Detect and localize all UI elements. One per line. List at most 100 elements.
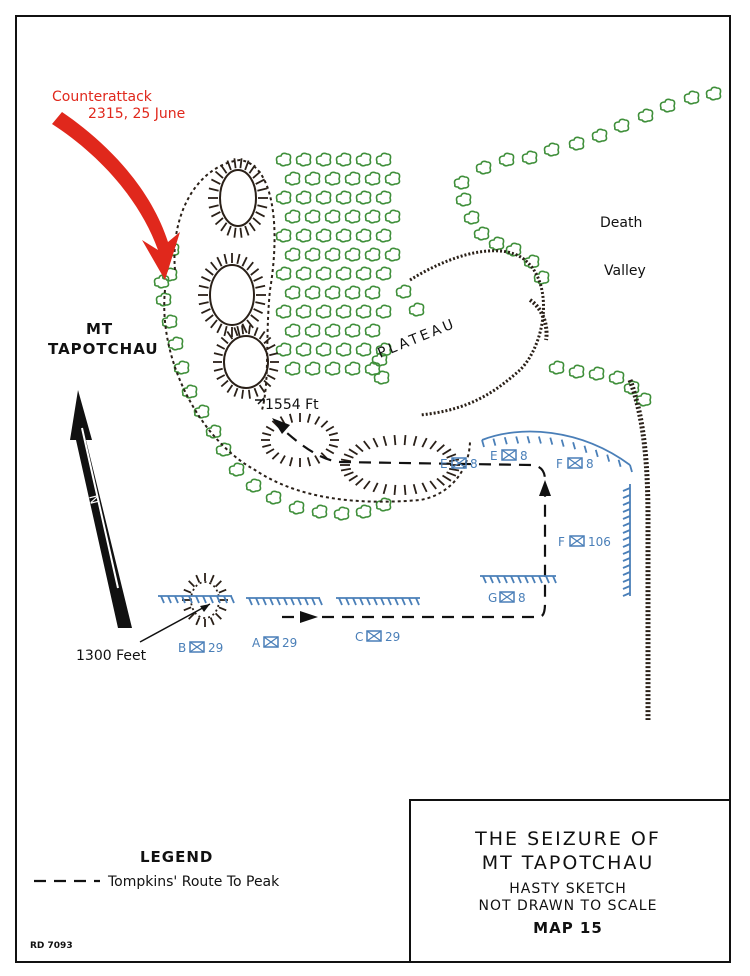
terrain-hachure [216,344,226,350]
terrain-hachure [246,261,254,271]
terrain-hachure [429,480,437,490]
route-arrow-3 [272,418,290,434]
terrain-hachure [340,458,352,463]
vegetation-tuft [304,323,321,338]
terrain-hachure [340,467,352,472]
front-tick [366,597,371,606]
terrain-hachure [421,482,428,493]
terrain-hachure [325,448,335,455]
terrain-hachure [253,387,259,397]
front-tick [622,487,631,492]
vegetation-tuft [284,361,301,376]
terrain-hachure [241,325,244,335]
title-line-1: THE SEIZURE OF [474,828,661,850]
unit-box-icon [451,457,467,469]
vegetation-tuft [275,304,292,319]
front-tick [538,436,542,444]
death-valley-ridge [627,379,651,720]
terrain-hachure [208,187,219,192]
vegetation-tuft [463,210,480,225]
unit-letter: F [556,457,563,471]
terrain-hachure [195,574,201,583]
terrain-hachure [241,323,248,334]
terrain-hachure [183,606,192,612]
front-tick [290,597,295,606]
vegetation-tuft [705,86,722,101]
peak-marker [255,397,265,405]
front-tick [552,575,557,584]
vegetation-tuft [315,228,332,243]
terrain-hachure [393,435,397,446]
vegetation-tuft [373,370,390,385]
terrain-hachure [214,612,222,620]
terrain-hachure [223,325,228,337]
terrain-hachure [446,471,457,477]
terrain-hachure [218,606,227,612]
vegetation-tuft [384,247,401,262]
terrain-hachure [343,453,354,459]
terrain-hachure [210,261,218,271]
vegetation-tuft [408,302,425,317]
vegetation-tuft [315,190,332,205]
terrain-hachure [214,580,222,588]
terrain-hachure [258,330,266,340]
terrain-hachure [216,374,226,380]
vegetation-tuft [375,152,392,167]
mt-label-2: TAPOTCHAU [48,340,159,358]
vegetation-tuft [364,209,381,224]
front-line-arc [481,430,631,466]
subtitle-line-2: NOT DRAWN TO SCALE [479,898,658,914]
terrain-hachure [253,275,263,282]
front-tick [174,595,179,604]
plateau-ridge [409,249,545,417]
front-tick [622,494,631,499]
terrain-hachure [289,413,294,423]
terrain-hachure [306,413,311,423]
front-tick [531,575,536,584]
front-tick [380,597,385,606]
terrain-hachure [253,327,259,337]
vegetation-tuft [355,304,372,319]
vegetation-tuft [228,462,245,477]
vegetation-tuft [335,266,352,281]
vegetation-tuft [295,190,312,205]
front-tick [401,597,406,606]
vegetation-tuft [355,228,372,243]
front-tick [517,575,522,584]
vegetation-tuft [523,254,540,269]
terrain-hachure [403,484,407,495]
front-tick [352,597,357,606]
front-tick [524,575,529,584]
front-lines [158,430,633,606]
vegetation-tuft [181,384,198,399]
vegetation-tuft [344,209,361,224]
unit-letter: C [355,630,363,644]
vegetation-tuft [275,266,292,281]
front-tick [622,550,631,555]
terrain-hachure [348,448,358,456]
unit-box-icon [189,641,205,653]
terrain-hachure [220,379,229,388]
vegetation-tuft [153,274,170,289]
unit-box-icon [366,630,382,642]
terrain-hachure [382,483,388,495]
front-tick [629,464,633,473]
unit-cross-icon [499,591,515,603]
terrain-hachure [226,384,234,394]
terrain-hachure [403,435,407,446]
terrain-hachure [442,474,452,482]
terrain-hachure [201,275,211,282]
terrain-hachure [250,268,260,276]
route-arrow-1 [300,611,318,623]
front-tick [538,575,543,584]
front-tick [549,437,554,445]
front-tick [387,597,392,606]
unit-cross-icon [263,636,279,648]
vegetation-tuft [608,370,625,385]
front-tick [622,501,631,506]
